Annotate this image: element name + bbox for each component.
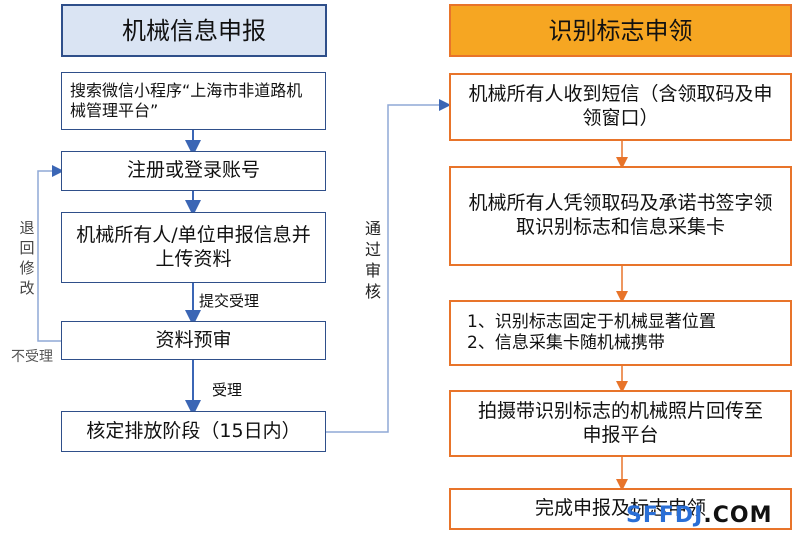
step-register-login: 注册或登录账号 <box>61 151 326 191</box>
arrow-pass-review <box>325 99 451 433</box>
step-install-marker: 1、识别标志固定于机械显著位置 2、信息采集卡随机械携带 <box>449 300 792 366</box>
install-marker-line2: 2、信息采集卡随机械携带 <box>467 333 665 353</box>
arrow-reject-loop <box>37 165 64 342</box>
label-submit-accept: 提交受理 <box>199 292 260 310</box>
step-collect-marker: 机械所有人凭领取码及承诺书签字领取识别标志和信息采集卡 <box>449 166 792 266</box>
label-reject: 不受理 <box>11 349 53 365</box>
left-header: 机械信息申报 <box>61 4 327 57</box>
watermark-suffix: .COM <box>703 503 773 528</box>
label-pass-review: 通过审核 <box>364 219 381 301</box>
watermark-brand: SFFDJ <box>626 503 704 528</box>
label-return-modify: 退回修改 <box>19 219 35 297</box>
step-receive-sms: 机械所有人收到短信（含领取码及申领窗口） <box>449 73 792 141</box>
step-complete: 完成申报及标志申领 <box>449 488 792 530</box>
step-emission-stage: 核定排放阶段（15日内） <box>61 411 326 452</box>
right-header: 识别标志申领 <box>449 4 792 57</box>
label-accept: 受理 <box>212 381 243 399</box>
watermark-logo: SFFDJ.COM <box>626 503 772 528</box>
step-declare-upload: 机械所有人/单位申报信息并上传资料 <box>61 212 326 283</box>
install-marker-line1: 1、识别标志固定于机械显著位置 <box>467 311 716 332</box>
step-prereview: 资料预审 <box>61 321 326 360</box>
step-search-miniprogram: 搜索微信小程序“上海市非道路机械管理平台” <box>61 72 326 130</box>
step-upload-photo: 拍摄带识别标志的机械照片回传至申报平台 <box>449 390 792 457</box>
